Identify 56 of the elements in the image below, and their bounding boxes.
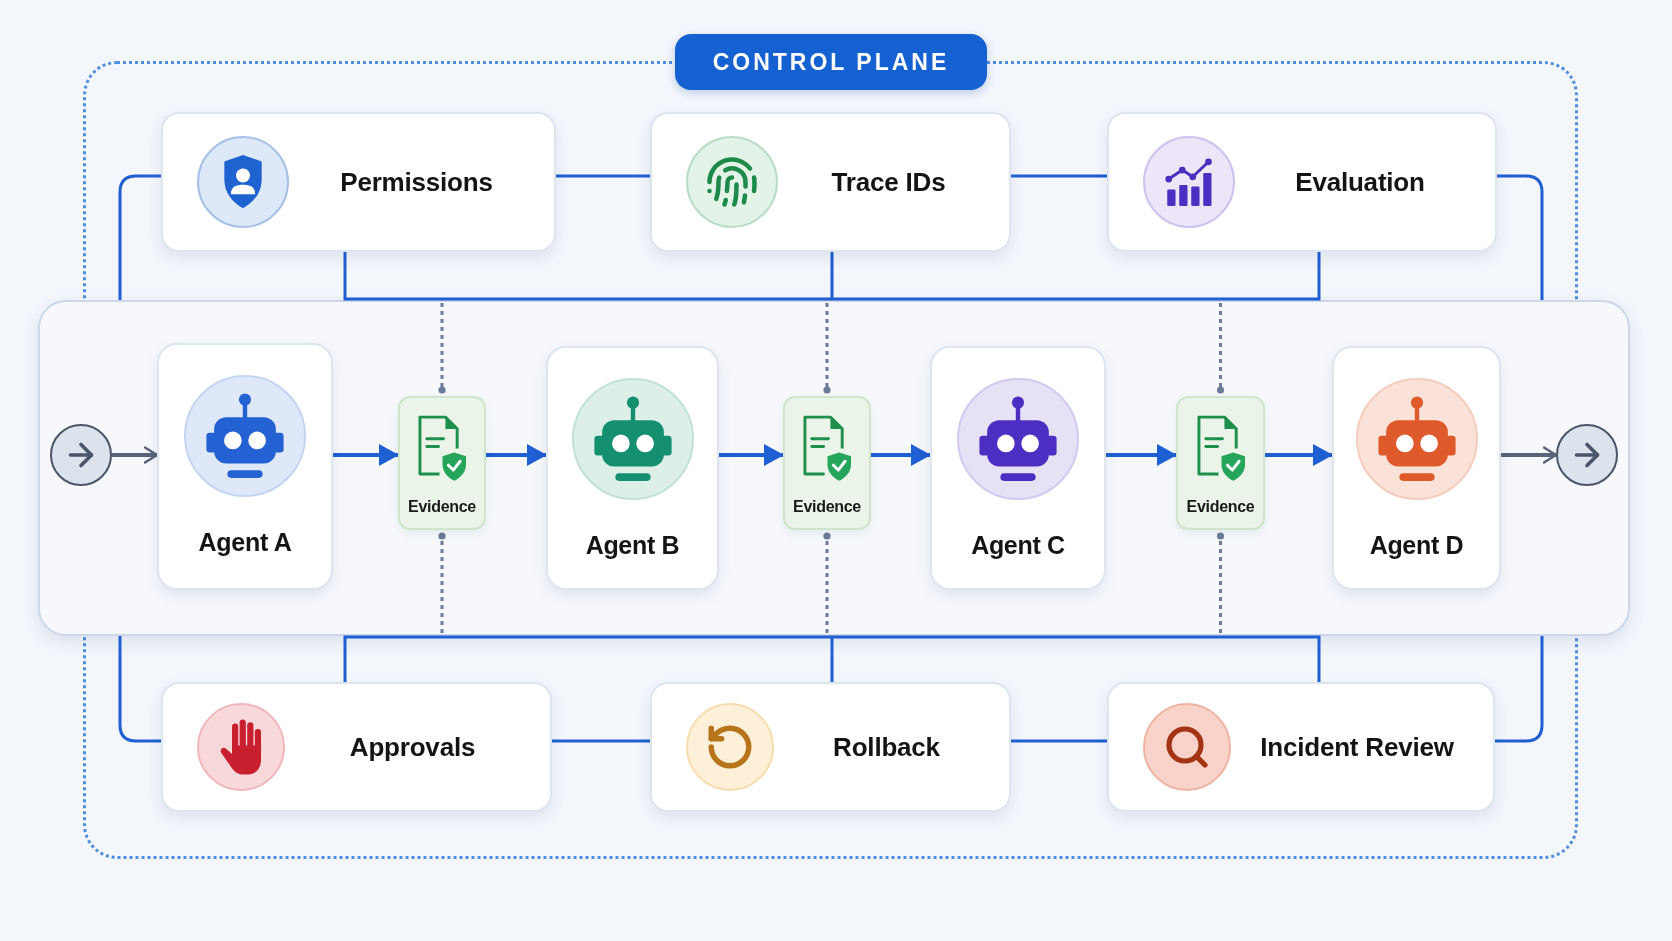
connector-line (1011, 174, 1107, 178)
connector-line (830, 637, 834, 682)
section-title: CONTROL PLANE (675, 34, 987, 90)
agent-name: Agent A (198, 527, 292, 557)
component-label: Rollback (832, 731, 941, 763)
arrow (112, 446, 159, 464)
agent-name: Agent D (1369, 530, 1464, 560)
agent-card (930, 346, 1106, 590)
component-label: Incident Review (1259, 731, 1455, 763)
control-card (161, 682, 552, 812)
dotted-connector (438, 303, 446, 394)
connector-line (343, 635, 832, 682)
connector-line (118, 174, 161, 300)
connector-line (343, 252, 832, 301)
connector-line (1497, 174, 1544, 300)
arrow (486, 444, 547, 466)
dotted-connector (1216, 532, 1225, 633)
evidence-card (1176, 396, 1265, 530)
evidence-label: Evidence (793, 497, 861, 517)
component-label: Approvals (348, 731, 477, 763)
component-label: Permissions (339, 166, 494, 198)
connector-line (832, 635, 1321, 682)
arrow (719, 444, 784, 466)
control-card (650, 682, 1011, 812)
arrow (1265, 444, 1333, 466)
connector-line (118, 636, 161, 743)
evidence-card (783, 396, 871, 530)
connector-line (832, 252, 1321, 301)
connector-line (556, 174, 650, 178)
evidence-label: Evidence (408, 497, 476, 517)
control-card (161, 112, 556, 252)
control-card (650, 112, 1011, 252)
dotted-connector (823, 532, 831, 633)
arrow (1501, 446, 1558, 464)
connector-line (1495, 636, 1544, 743)
connector-line (830, 252, 834, 299)
component-label: Evaluation (1294, 166, 1426, 198)
agent-name: Agent C (971, 530, 1065, 560)
agent-card (157, 343, 333, 590)
arrow (871, 444, 931, 466)
agent-card (1332, 346, 1501, 590)
dotted-connector (438, 532, 446, 633)
control-card (1107, 682, 1495, 812)
arrow (333, 444, 399, 466)
evidence-card (398, 396, 486, 530)
connector-line (552, 739, 650, 743)
agent-card (546, 346, 719, 590)
agent-pipeline-panel (38, 300, 1630, 636)
arrow (1106, 444, 1177, 466)
dotted-connector (1216, 303, 1225, 394)
connector-line (1011, 739, 1107, 743)
evidence-label: Evidence (1186, 497, 1255, 517)
dotted-connector (823, 303, 831, 394)
component-label: Trace IDs (830, 166, 947, 198)
agent-name: Agent B (585, 530, 680, 560)
control-card (1107, 112, 1497, 252)
